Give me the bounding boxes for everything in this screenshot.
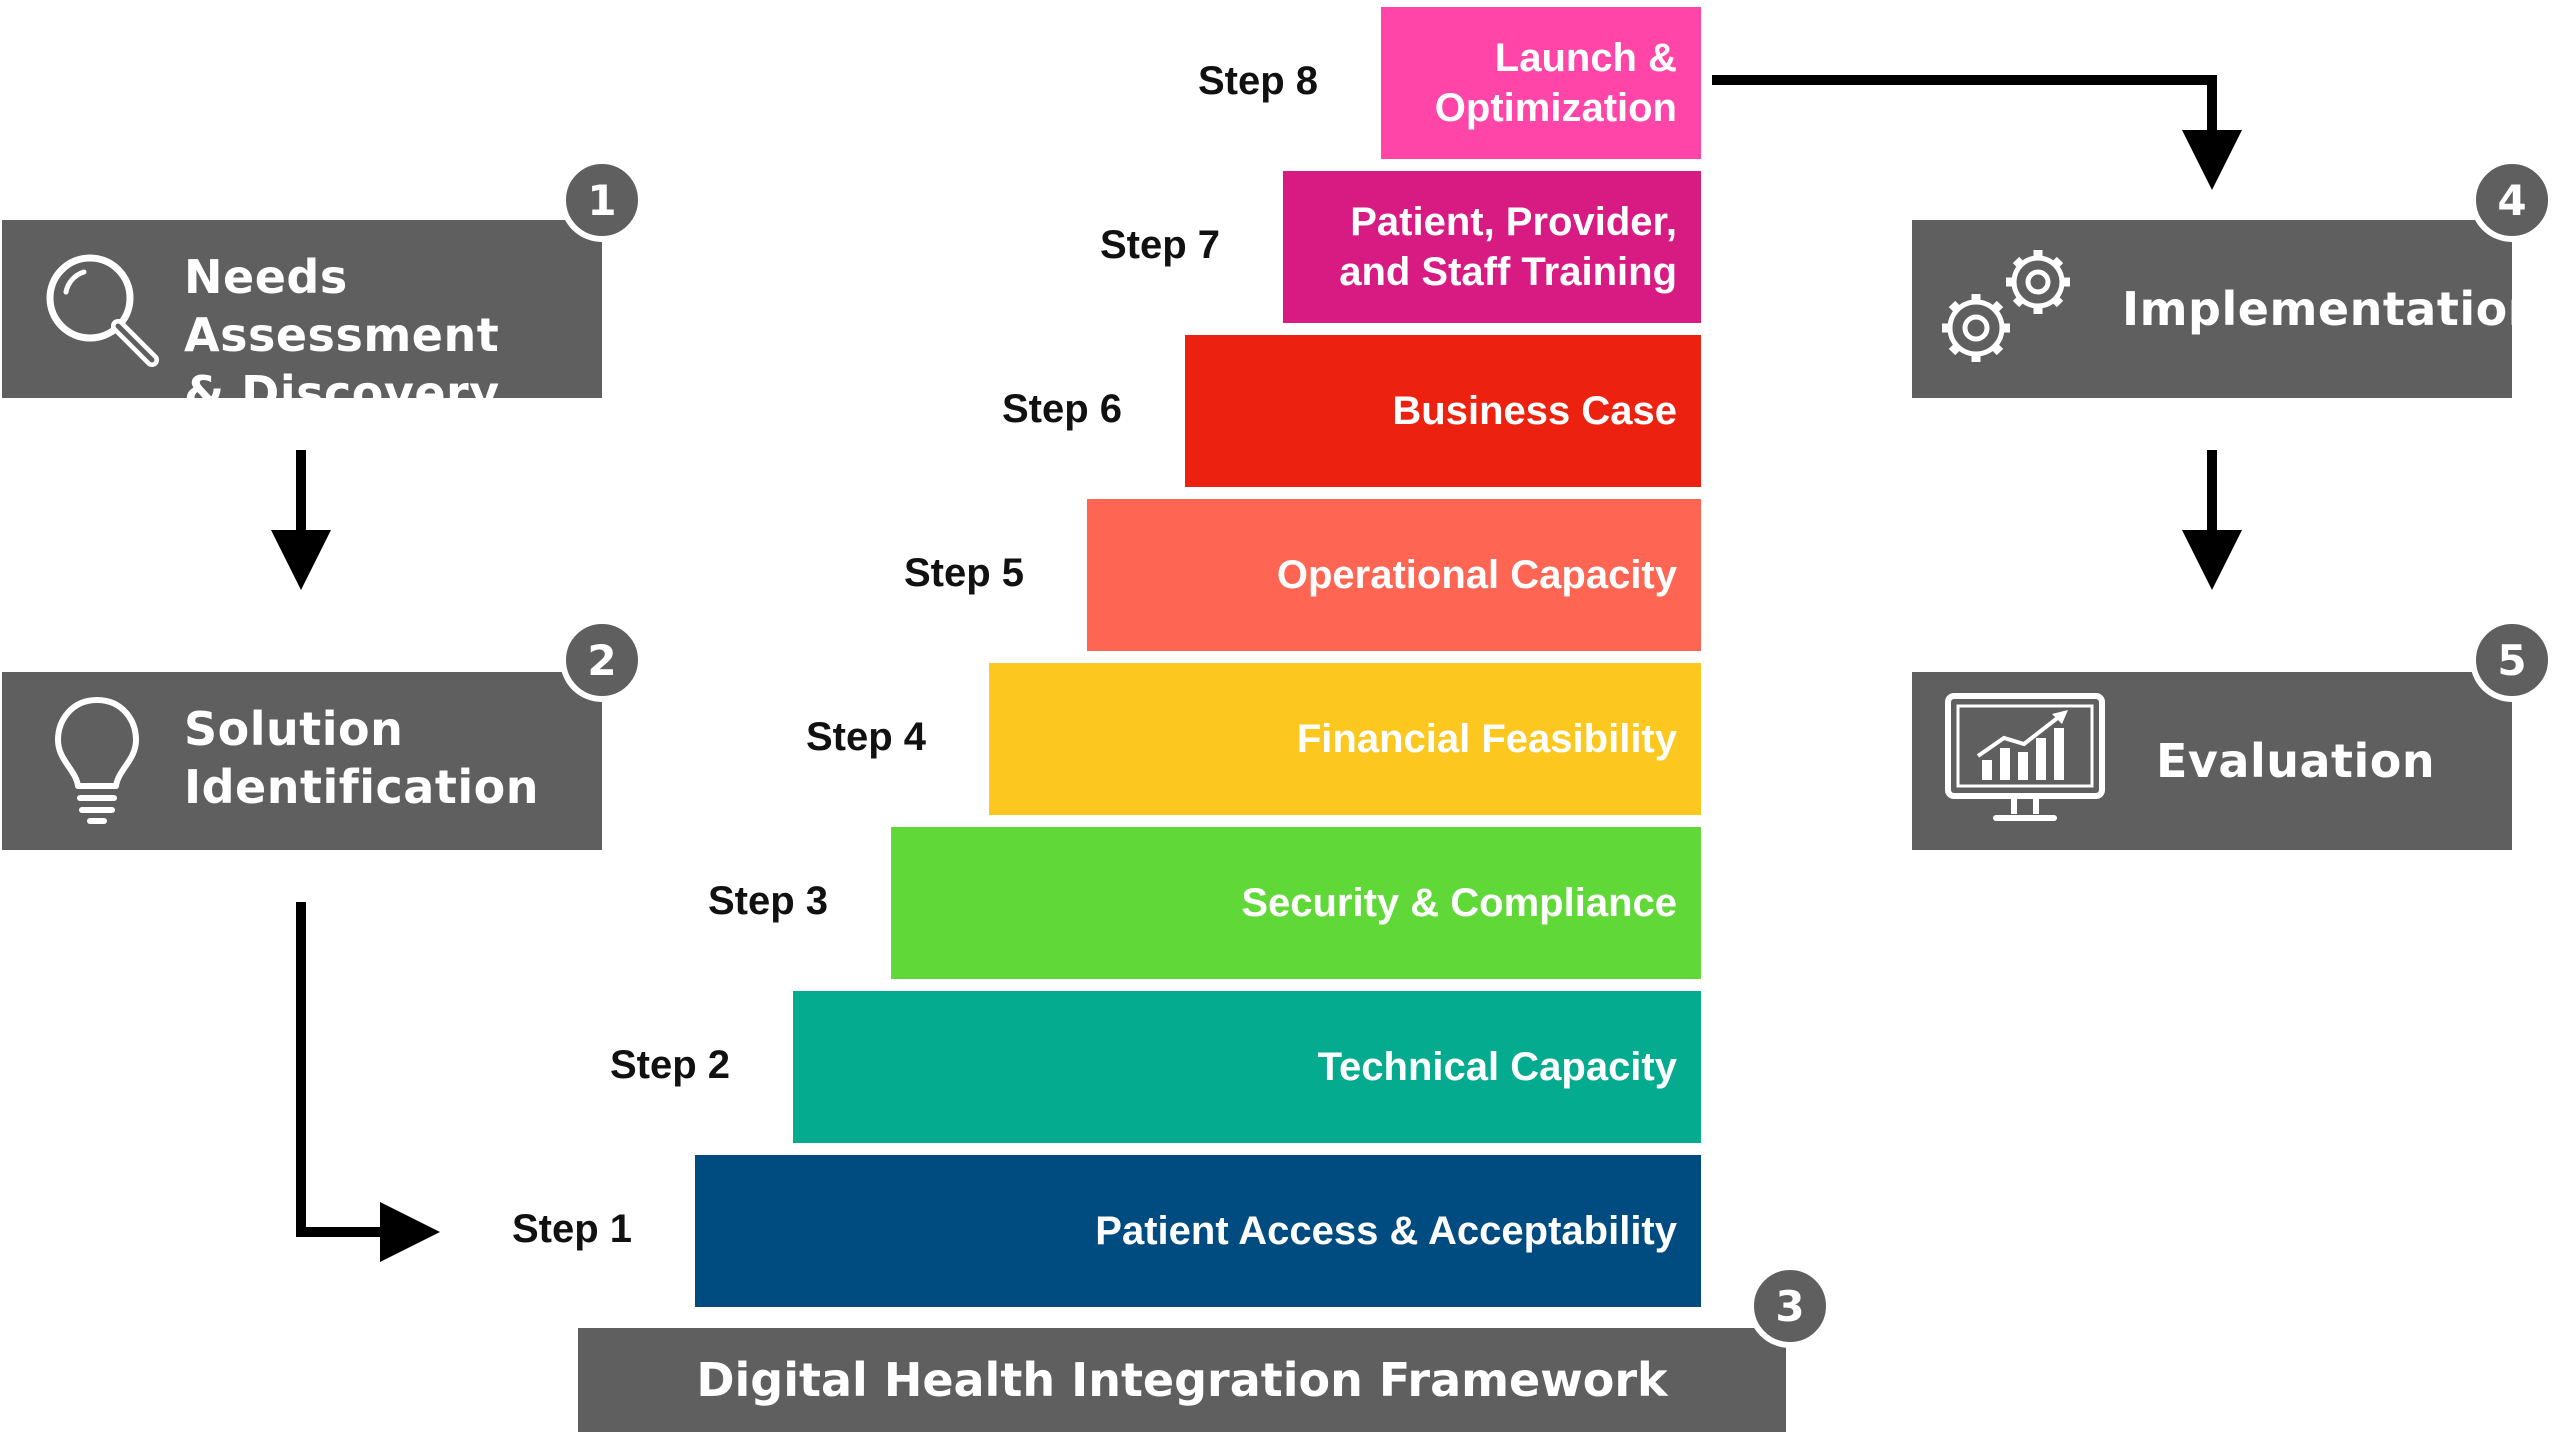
step-label: Step 6 [1001,387,1122,431]
step-title: Financial Feasibility [1296,717,1677,761]
step-bar: Security & Compliance [888,824,1704,982]
phase-title: Evaluation [2156,734,2436,788]
framework-title: Digital Health Integration Framework [696,1353,1668,1407]
phase-badge: 4 [2470,158,2554,242]
phase-badge: 5 [2470,618,2554,702]
framework-bar: Digital Health Integration Framework [578,1328,1786,1432]
lightbulb-icon [55,697,139,824]
step-label: Step 7 [1099,223,1220,267]
arrow-step8-to-phase4 [1712,75,2242,190]
phase-title: Implementation [2122,282,2541,336]
step-title: Patient, Provider, and Staff Training [1339,200,1677,294]
step-title: Patient Access & Acceptability [1095,1209,1677,1253]
phase-badge: 2 [560,618,644,702]
phase-box-solution-identification: Solution Identification [2,672,602,850]
step-bar: Financial Feasibility [986,660,1704,818]
step-title: Launch & Optimization [1434,36,1677,130]
step-label: Step 1 [511,1207,632,1251]
phase-badge: 3 [1748,1264,1832,1348]
phase-badge: 1 [560,158,644,242]
phase-title-line2: Identification [184,760,539,814]
phase-title: Solution Identification [184,700,539,816]
step-label: Step 4 [805,715,926,759]
step-bar: Patient Access & Acceptability [692,1152,1704,1310]
phase-box-implementation: Implementation [1912,220,2540,398]
monitor-chart-icon [1945,693,2105,821]
step-label: Step 2 [609,1043,730,1087]
gears-icon [1942,250,2070,362]
phase-title: Needs Assessment & Discovery [184,248,602,422]
step-title: Business Case [1392,389,1677,433]
magnifier-icon [46,254,159,367]
step-title: Security & Compliance [1241,881,1677,925]
step-bar: Technical Capacity [790,988,1704,1146]
step-label: Step 3 [707,879,828,923]
arrow-phase2-to-step1 [296,902,440,1262]
step-title: Operational Capacity [1276,553,1677,597]
phase-box-evaluation: Evaluation [1912,672,2512,850]
phase-title-line2: & Discovery [184,366,500,420]
step-bar: Business Case [1182,332,1704,490]
phase-box-needs-assessment: Needs Assessment & Discovery [2,220,602,420]
step-bar: Launch & Optimization [1378,4,1704,162]
step-bar: Patient, Provider, and Staff Training [1280,168,1704,326]
phase-title-line1: Needs Assessment [184,250,500,362]
phase-title-line1: Solution [184,702,404,756]
step-bar: Operational Capacity [1084,496,1704,654]
step-label: Step 8 [1197,59,1318,103]
step-label: Step 5 [903,551,1024,595]
step-title: Technical Capacity [1317,1045,1677,1089]
